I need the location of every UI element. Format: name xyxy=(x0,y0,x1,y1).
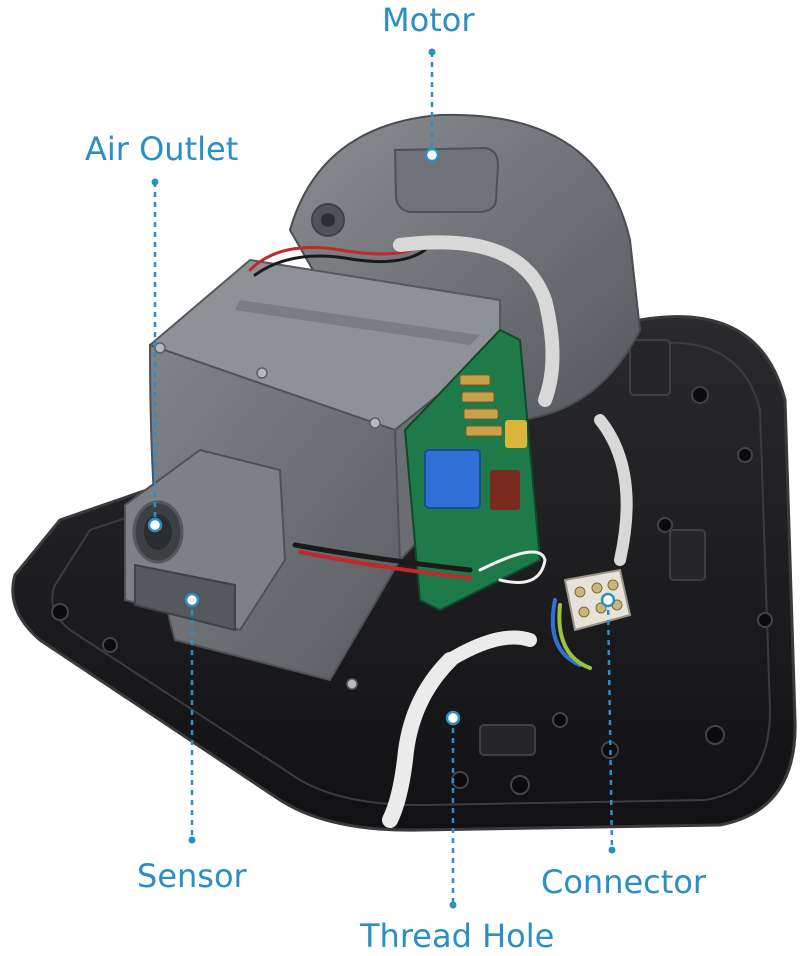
leader-lines xyxy=(147,48,616,909)
mounting-holes xyxy=(51,386,773,795)
mounting-base xyxy=(11,315,797,832)
leader-connector xyxy=(606,599,614,851)
label-motor: Motor xyxy=(382,1,475,39)
dot-thread-hole xyxy=(445,710,461,726)
dot-motor xyxy=(424,147,440,163)
dot-air-outlet xyxy=(147,517,163,533)
label-air-outlet: Air Outlet xyxy=(85,130,239,168)
dot-sensor xyxy=(184,592,200,608)
label-sensor: Sensor xyxy=(137,857,247,895)
terminal-block xyxy=(563,568,632,632)
control-board xyxy=(403,328,542,612)
air-outlet-nozzle xyxy=(124,448,287,632)
label-thread-hole: Thread Hole xyxy=(360,917,555,955)
dot-connector xyxy=(600,592,616,608)
relay xyxy=(424,449,481,509)
wiring xyxy=(248,235,633,828)
label-connector: Connector xyxy=(541,863,707,901)
